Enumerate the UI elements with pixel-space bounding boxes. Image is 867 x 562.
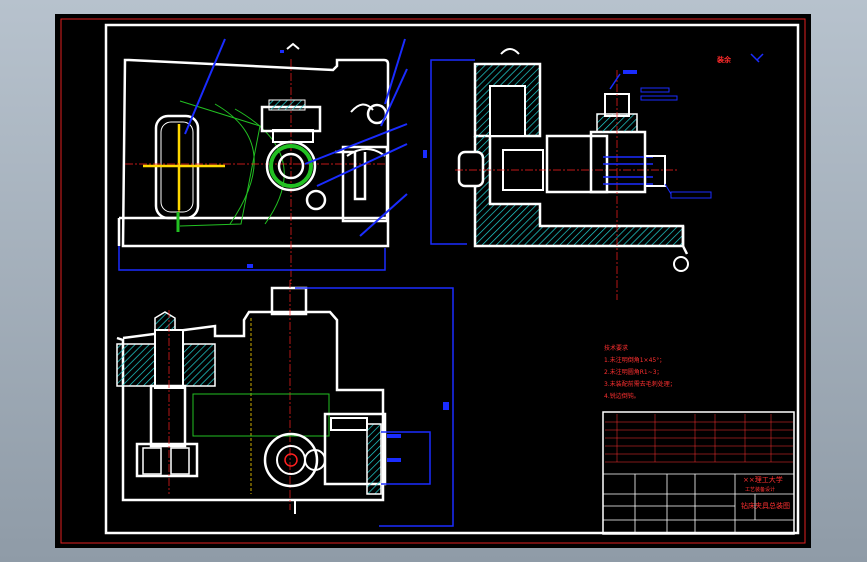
tech-requirement-item: 4.锐边倒钝。 (604, 392, 640, 400)
outer-frame (60, 18, 806, 544)
cad-drawing-canvas: 装余 技术要求 1.未注明倒角1×45°； 2.未注明圆角R1~3； 3.未装配… (55, 14, 811, 548)
tech-requirements-title: 技术要求 (604, 344, 628, 352)
inner-border (104, 23, 800, 535)
title-block-drawing-name: 钻床夹具总装图 (741, 501, 790, 510)
title-block-subtitle: 工艺装备设计 (745, 486, 775, 493)
title-block-school: ××理工大学 (743, 475, 783, 484)
cad-drawing: 装余 技术要求 1.未注明倒角1×45°； 2.未注明圆角R1~3； 3.未装配… (60, 18, 806, 544)
title-block: ××理工大学 工艺装备设计 钻床夹具总装图 (602, 411, 795, 535)
tech-requirement-item: 1.未注明倒角1×45°； (604, 356, 665, 364)
tech-requirement-item: 2.未注明圆角R1~3； (604, 368, 663, 376)
corner-mark: 装余 (716, 55, 732, 64)
top-view (116, 280, 454, 527)
tech-requirements: 技术要求 1.未注明倒角1×45°； 2.未注明圆角R1~3； 3.未装配前需去… (604, 344, 676, 400)
side-view (423, 48, 712, 300)
tech-requirement-item: 3.未装配前需去毛刺处理； (604, 380, 676, 388)
front-view (117, 38, 408, 284)
